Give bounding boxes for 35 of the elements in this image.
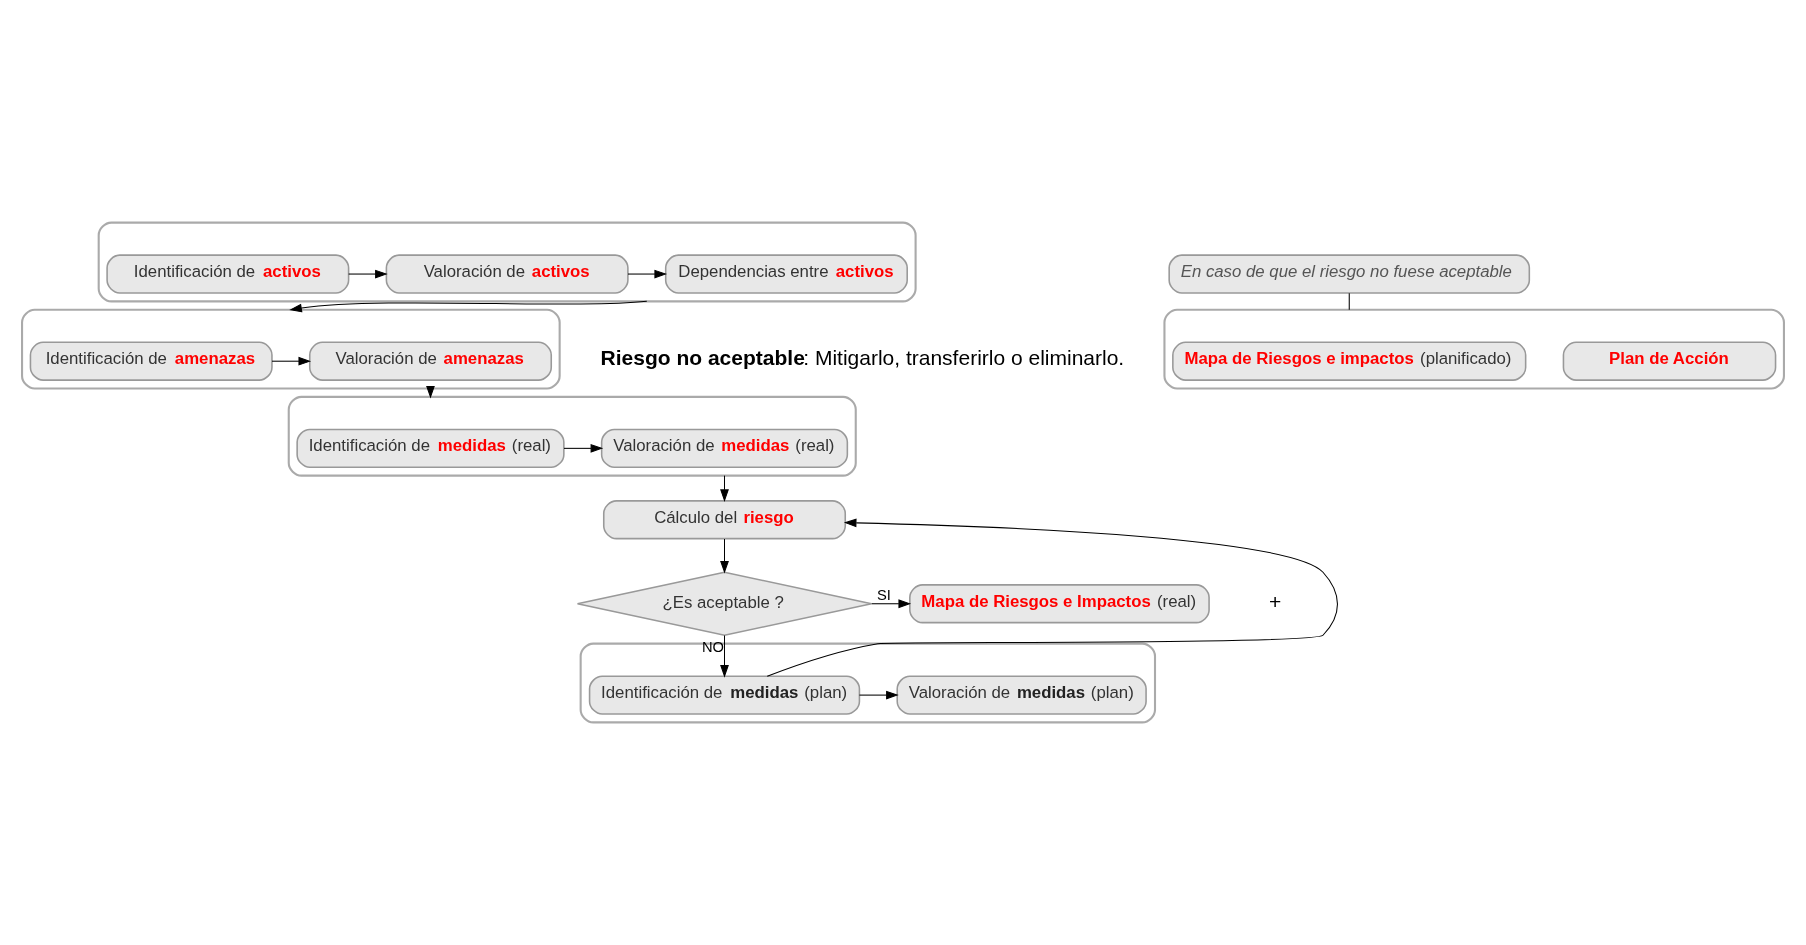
node-box: Identificación de activos <box>106 254 350 294</box>
arrow <box>563 443 604 453</box>
cluster <box>579 642 1157 724</box>
label: Riesgo no aceptable: Mitigarlo, transferirlo o eliminarlo. <box>600 346 1125 370</box>
node-box: Valoración de amenazas <box>308 341 553 381</box>
cluster <box>1163 308 1785 390</box>
arrow <box>289 300 648 313</box>
node-box: Identificación de medidas (real) <box>296 428 565 469</box>
arrow <box>766 518 1338 677</box>
node-diamond: ¿Es aceptable ? <box>576 571 873 637</box>
node-box: Identificación de medidas (plan) <box>588 675 861 715</box>
arrow <box>720 538 729 574</box>
arrow <box>871 599 912 609</box>
node-box: Mapa de Riesgos e impactos (planificado) <box>1172 341 1527 381</box>
node-box: Identificación de amenazas <box>29 341 273 381</box>
edge-label: SI <box>877 586 891 603</box>
connector <box>1348 292 1350 311</box>
node-box: En caso de que el riesgo no fuese aceptable <box>1168 254 1531 294</box>
label: + <box>1268 590 1282 613</box>
cluster <box>287 395 857 477</box>
node-box: Valoración de activos <box>385 254 629 294</box>
node-box: Cálculo del riesgo <box>602 500 847 540</box>
arrow <box>348 269 388 279</box>
node-box: Dependencias entre activos <box>664 254 908 294</box>
cluster <box>97 221 917 303</box>
node-box: Plan de Acción <box>1562 341 1777 381</box>
node-box: Valoración de medidas (plan) <box>896 675 1147 715</box>
arrow <box>627 269 667 279</box>
arrow <box>858 690 899 700</box>
arrow <box>720 635 729 678</box>
edge-label: NO <box>701 638 724 655</box>
node-box: Valoración de medidas (real) <box>600 428 849 469</box>
cluster <box>21 308 561 390</box>
node-box: Mapa de Riesgos e Impactos (real) <box>909 584 1210 624</box>
arrow <box>271 356 312 366</box>
